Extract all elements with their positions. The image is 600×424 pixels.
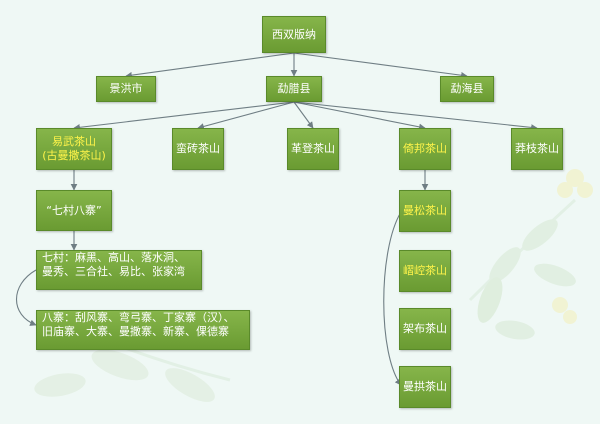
connector-la-youle: [293, 101, 538, 131]
node-mangzhi-label: 莽枝茶山: [515, 142, 559, 155]
node-yiwu: 易武茶山 (古曼撒茶山): [36, 128, 112, 170]
node-gedeng-label: 革登茶山: [291, 142, 335, 155]
node-jiabu-label: 架布茶山: [403, 322, 447, 335]
connector-mansong-mangong: [383, 211, 402, 386]
node-qicun-bazhai-label: “七村八寨”: [46, 203, 102, 217]
node-bazhai-label-line1: 八寨：刮风寨、弯弓寨、丁家寨（汉）、: [42, 311, 235, 324]
node-bazhai: 八寨：刮风寨、弯弓寨、丁家寨（汉）、 旧庙寨、大寨、曼撒寨、新寨、倮德寨: [36, 310, 250, 350]
node-mansong-label: 曼松茶山: [403, 204, 447, 217]
node-xishuangbanna-label: 西双版纳: [272, 27, 316, 41]
connector-root-menghai: [293, 52, 468, 79]
connector-la-manzhuan: [197, 101, 295, 130]
node-jiabu: 架布茶山: [399, 308, 451, 350]
node-bazhai-label-line2: 旧庙寨、大寨、曼撒寨、新寨、倮德寨: [42, 325, 229, 338]
node-qicun-bazhai: “七村八寨”: [36, 190, 112, 231]
node-mansong: 曼松茶山: [399, 190, 451, 232]
connector-root-jinghong: [125, 52, 295, 79]
node-yiwu-label-line2: (古曼撒茶山): [42, 149, 106, 162]
node-mengla-label: 勐腊县: [277, 82, 311, 95]
node-yibang: 倚邦茶山: [399, 128, 451, 170]
node-jinghong: 景洪市: [96, 76, 156, 102]
node-menghai-label: 勐海县: [450, 82, 484, 95]
node-yibang-label: 倚邦茶山: [403, 142, 447, 155]
connector-qicun-bazhai: [15, 269, 37, 326]
node-gedeng: 革登茶山: [287, 128, 339, 170]
connector-la-gedeng: [293, 101, 314, 129]
node-qicun: 七村：麻黑、高山、落水洞、 曼秀、三合社、易比、张家湾: [36, 250, 202, 290]
connector-la-yiwu: [73, 101, 295, 131]
node-xishuangbanna: 西双版纳: [262, 16, 326, 53]
node-manzhuan: 蛮砖茶山: [172, 128, 224, 170]
node-qicun-label-line1: 七村：麻黑、高山、落水洞、: [42, 251, 185, 264]
node-mengla: 勐腊县: [266, 76, 322, 102]
node-jinghong-label: 景洪市: [109, 82, 143, 95]
connectors: [15, 52, 538, 386]
node-qicun-label-line2: 曼秀、三合社、易比、张家湾: [42, 265, 185, 278]
node-xikong-label: 嶍崆茶山: [403, 264, 447, 277]
node-xikong: 嶍崆茶山: [399, 250, 451, 292]
node-mangzhi: 莽枝茶山: [511, 128, 563, 170]
node-mangong: 曼拱茶山: [399, 366, 451, 408]
decorative-leaves: [34, 169, 593, 402]
connector-la-yibang: [293, 101, 426, 131]
node-menghai: 勐海县: [440, 76, 494, 102]
node-yiwu-label-line1: 易武茶山: [52, 135, 96, 148]
node-manzhuan-label: 蛮砖茶山: [176, 142, 220, 155]
node-mangong-label: 曼拱茶山: [403, 380, 447, 393]
